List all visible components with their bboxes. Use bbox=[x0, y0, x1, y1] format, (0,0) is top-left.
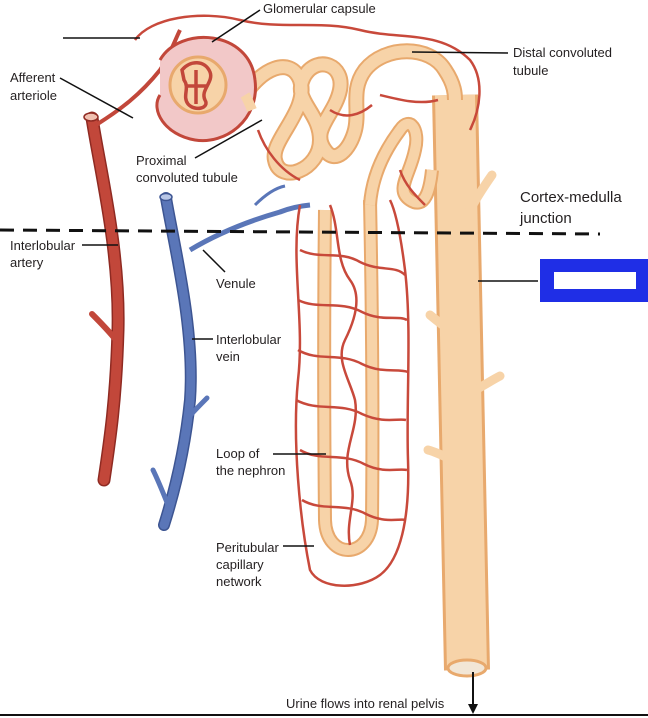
urine-flow-label: Urine flows into renal pelvis bbox=[286, 696, 445, 711]
proximal-tubule-label-line1: Proximal bbox=[136, 153, 187, 168]
nephron-loop-label-line1: Loop of bbox=[216, 446, 260, 461]
cortex-medulla-label-line1: Cortex-medulla bbox=[520, 189, 622, 206]
cortex-medulla-label-line2: junction bbox=[520, 210, 572, 227]
peritubular-label-line1: Peritubular bbox=[216, 540, 279, 555]
nephron-loop-label-line2: the nephron bbox=[216, 463, 286, 478]
interlobular-artery-label-line2: artery bbox=[10, 255, 44, 270]
peritubular-label-line3: network bbox=[216, 574, 262, 589]
answer-blank[interactable] bbox=[554, 272, 636, 289]
peritubular-capillary-network bbox=[133, 14, 481, 587]
distal-tubule-label-line2: tubule bbox=[513, 63, 549, 78]
cortex-medulla-line bbox=[0, 228, 601, 236]
interlobular-vein-label-line2: vein bbox=[216, 349, 240, 364]
venule bbox=[188, 202, 311, 253]
afferent-arteriole-label-line1: Afferent bbox=[10, 70, 56, 85]
convoluted-tubules bbox=[238, 43, 463, 210]
glomerular-capsule bbox=[155, 36, 257, 143]
glomerular-capsule-label: Glomerular capsule bbox=[263, 1, 376, 16]
nephron-loop bbox=[317, 199, 380, 557]
interlobular-vein-label-line1: Interlobular bbox=[216, 332, 282, 347]
venule-label: Venule bbox=[216, 276, 256, 291]
distal-tubule-label-line1: Distal convoluted bbox=[513, 45, 612, 60]
leader-lines bbox=[59, 9, 538, 547]
afferent-arteriole bbox=[94, 29, 182, 127]
glomerulus bbox=[180, 61, 213, 111]
proximal-tubule-label-line2: convoluted tubule bbox=[136, 170, 238, 185]
urine-flow-arrow bbox=[468, 672, 478, 714]
afferent-arteriole-label-line2: arteriole bbox=[10, 88, 57, 103]
interlobular-artery-label-line1: Interlobular bbox=[10, 238, 76, 253]
collecting-duct bbox=[423, 94, 505, 678]
interlobular-vein bbox=[150, 192, 210, 531]
peritubular-label-line2: capillary bbox=[216, 557, 264, 572]
interlobular-artery bbox=[83, 111, 125, 487]
